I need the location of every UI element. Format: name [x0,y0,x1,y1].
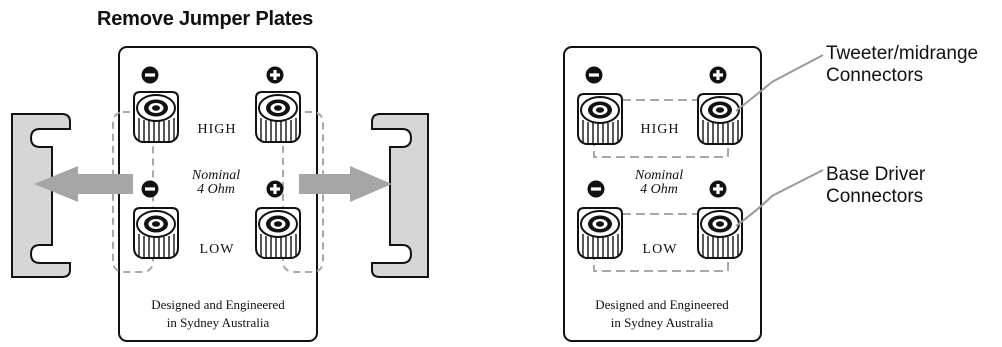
arrow-right-icon [299,166,392,202]
terminal-low-label: LOW [643,242,678,257]
tweeter-leader-line [735,54,824,112]
footer-line-1: Designed and Engineered [151,297,285,312]
binding-post-low-negative [133,207,179,259]
footer-line-1: Designed and Engineered [595,297,729,312]
jumper-plate-right [371,113,429,278]
negative-terminal-icon [141,180,159,198]
terminal-high-label: HIGH [198,122,237,137]
binding-post-high-negative [133,91,179,143]
impedance-label: 4 Ohm [640,182,678,197]
impedance-label: 4 Ohm [197,182,235,197]
footer-line-2: in Sydney Australia [167,315,270,330]
positive-terminal-icon [266,180,284,198]
terminal-high-label: HIGH [641,122,680,137]
binding-post-high-negative [577,93,623,145]
bass-connectors-callout: Base Driver Connectors [826,164,925,208]
bass-callout-line-1: Base Driver [826,164,926,185]
tweeter-callout-line-2: Connectors [826,65,924,86]
positive-terminal-icon [266,66,284,84]
binding-post-high-positive [255,91,301,143]
footer-line-2: in Sydney Australia [611,315,714,330]
positive-terminal-icon [709,66,727,84]
nominal-label: Nominal [191,168,240,183]
bass-callout-line-2: Connectors [826,186,924,207]
binding-post-low-positive [697,207,743,259]
negative-terminal-icon [141,66,159,84]
binding-post-low-negative [577,207,623,259]
nominal-label: Nominal [634,168,683,183]
binding-post-low-positive [255,207,301,259]
jumper-plate-left [11,113,71,278]
positive-terminal-icon [709,180,727,198]
arrow-left-icon [34,166,133,202]
negative-terminal-icon [587,180,605,198]
tweeter-callout-line-1: Tweeter/midrange [826,43,979,64]
bass-leader-line [735,169,824,227]
binding-post-high-positive [697,93,743,145]
tweeter-connectors-callout: Tweeter/midrange Connectors [826,43,978,87]
remove-jumper-plates-heading: Remove Jumper Plates [97,8,314,30]
terminal-low-label: LOW [200,242,235,257]
negative-terminal-icon [585,66,603,84]
